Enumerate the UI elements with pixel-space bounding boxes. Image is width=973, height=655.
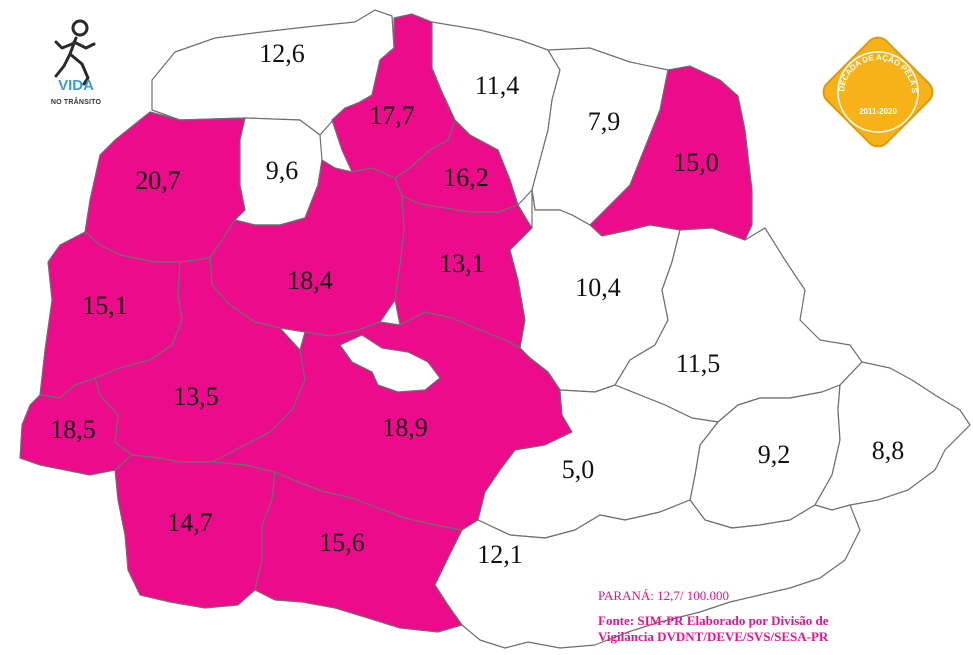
region-label-r13: 11,5: [676, 349, 721, 378]
region-label-r22: 12,1: [477, 540, 523, 569]
region-label-r14: 13,5: [173, 382, 219, 411]
region-label-r20: 14,7: [167, 508, 213, 537]
region-label-r11: 10,4: [575, 273, 621, 302]
region-label-r3: 11,4: [475, 71, 520, 100]
region-r22[interactable]: [434, 499, 861, 649]
region-label-r10: 13,1: [439, 249, 485, 278]
logo-subtitle: NO TRÂNSITO: [50, 99, 102, 106]
logo-name: VIDA: [58, 77, 94, 94]
region-label-r1: 12,6: [259, 39, 305, 68]
region-label-r8: 16,2: [443, 163, 489, 192]
region-label-r21: 15,6: [319, 528, 365, 557]
region-label-r18: 8,8: [872, 436, 905, 465]
badge-years: 2011-2020: [859, 107, 897, 116]
source-line-1: Fonte: SIM-PR Elaborado por Divisão de: [598, 613, 829, 628]
region-label-r17: 9,2: [758, 440, 791, 469]
region-label-r16: 18,9: [382, 413, 428, 442]
region-label-r2: 17,7: [369, 101, 415, 130]
region-label-r15: 18,5: [50, 415, 96, 444]
region-label-r12: 15,1: [82, 291, 128, 320]
diamond-badge: DÉCADA DE AÇÃO PELA SEGURANÇA NO TRÂNSIT…: [808, 22, 934, 148]
region-label-r4: 7,9: [588, 107, 621, 136]
lake-shape: [339, 334, 441, 393]
state-total-rate: PARANÁ: 12,7/ 100.000: [598, 588, 729, 603]
runner-icon: [54, 19, 96, 86]
region-r18[interactable]: [814, 361, 971, 511]
region-label-r5: 15,0: [673, 148, 719, 177]
region-label-r6: 20,7: [135, 166, 181, 195]
region-label-r9: 18,4: [287, 266, 333, 295]
source-line-2: Vigilância DVDNT/DEVE/SVS/SESA-PR: [598, 629, 829, 644]
map-footer: PARANÁ: 12,7/ 100.000 Fonte: SIM-PR Elab…: [598, 588, 958, 645]
region-label-r7: 9,6: [266, 156, 299, 185]
region-label-r19: 5,0: [562, 455, 595, 484]
